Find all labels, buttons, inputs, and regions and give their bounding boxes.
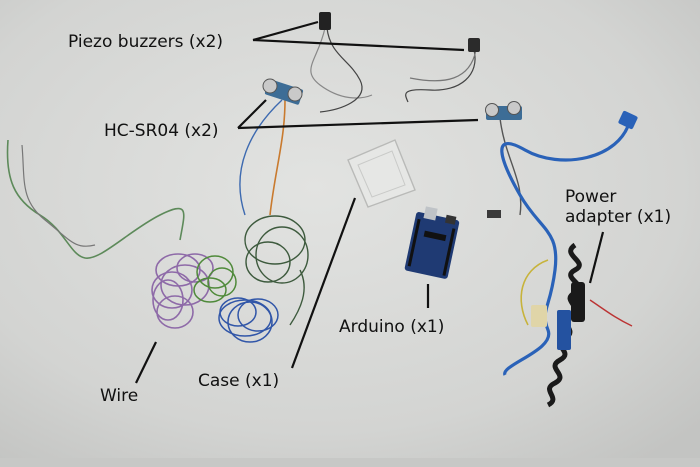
hc-sr04-sensor-2 bbox=[485, 101, 522, 120]
label-arduino: Arduino (x1) bbox=[339, 317, 445, 337]
yellow-wire bbox=[520, 259, 549, 326]
loose-wire bbox=[6, 139, 185, 259]
loose-wire-2 bbox=[21, 144, 96, 247]
power-adapter-blue-plug bbox=[557, 310, 571, 350]
label-case: Case (x1) bbox=[198, 371, 280, 391]
label-power-adapter: Power adapter (x1) bbox=[565, 187, 672, 227]
piezo-2-wires bbox=[405, 49, 476, 103]
plastic-case bbox=[347, 139, 416, 208]
adapter-red-wires bbox=[589, 299, 633, 327]
label-power-line-1: Power bbox=[565, 187, 617, 207]
power-adapter-plug bbox=[571, 282, 585, 322]
wire-coil-dark bbox=[244, 215, 309, 326]
piezo-buzzer-2 bbox=[468, 38, 480, 52]
label-power-line-2: adapter (x1) bbox=[565, 206, 672, 227]
jumper-plug bbox=[487, 210, 501, 218]
piezo-2-wires-2 bbox=[409, 49, 477, 82]
piezo-1-wires-2 bbox=[319, 27, 363, 113]
sensor-1-wires-2 bbox=[239, 99, 283, 216]
wire-coil-blue bbox=[218, 297, 279, 343]
piezo-1-wires bbox=[310, 27, 373, 99]
label-wire: Wire bbox=[100, 386, 139, 406]
table-edge bbox=[0, 458, 700, 467]
sensor-1-wires bbox=[269, 99, 286, 216]
usb-plug bbox=[618, 110, 638, 130]
label-hc-sr04: HC-SR04 (x2) bbox=[104, 121, 219, 141]
connector-beige bbox=[531, 305, 547, 327]
wire-coil-green bbox=[193, 255, 237, 303]
label-piezo-buzzers: Piezo buzzers (x2) bbox=[68, 32, 224, 52]
sensor-2-wires bbox=[499, 117, 522, 216]
hc-sr04-sensor-1 bbox=[262, 78, 304, 105]
piezo-buzzer-1 bbox=[319, 12, 331, 30]
arduino-board bbox=[404, 206, 460, 279]
leader-lines bbox=[135, 20, 605, 384]
usb-cable bbox=[500, 119, 632, 376]
